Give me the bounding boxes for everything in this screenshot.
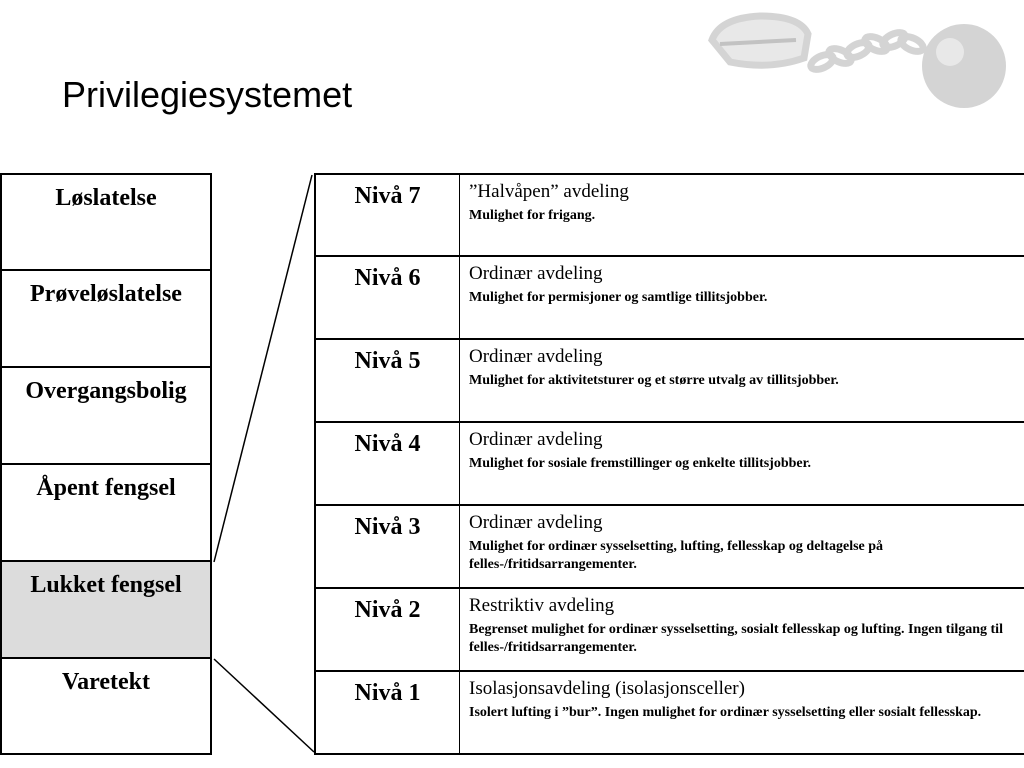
level-description: ”Halvåpen” avdeling Mulighet for frigang… <box>469 181 1018 225</box>
stage-cell: Løslatelse <box>0 173 212 270</box>
stage-label: Prøveløslatelse <box>30 281 182 307</box>
stage-cell: Varetekt <box>0 658 212 755</box>
stage-label: Overgangsbolig <box>25 378 187 404</box>
level-detail: Isolert lufting i ”bur”. Ingen mulighet … <box>469 705 982 720</box>
level-name: Nivå 4 <box>316 423 460 504</box>
level-detail: Mulighet for aktivitetsturer og et størr… <box>469 373 839 388</box>
level-row: Nivå 1 Isolasjonsavdeling (isolasjonscel… <box>314 671 1024 755</box>
level-heading: Isolasjonsavdeling (isolasjonsceller) <box>469 678 745 699</box>
level-name: Nivå 3 <box>316 506 460 587</box>
level-description: Ordinær avdeling Mulighet for permisjone… <box>469 263 1018 307</box>
stage-label: Åpent fengsel <box>36 475 176 501</box>
level-heading: Ordinær avdeling <box>469 346 603 367</box>
level-heading: ”Halvåpen” avdeling <box>469 181 629 202</box>
ball-and-chain-icon <box>708 12 1006 108</box>
level-table: Nivå 7 ”Halvåpen” avdeling Mulighet for … <box>314 173 1024 755</box>
stage-cell-highlighted: Lukket fengsel <box>0 561 212 658</box>
level-heading: Ordinær avdeling <box>469 429 603 450</box>
level-heading: Ordinær avdeling <box>469 263 603 284</box>
level-detail: Mulighet for ordinær sysselsetting, luft… <box>469 539 884 572</box>
level-row: Nivå 2 Restriktiv avdeling Begrenset mul… <box>314 588 1024 671</box>
level-row: Nivå 7 ”Halvåpen” avdeling Mulighet for … <box>314 173 1024 256</box>
level-description: Ordinær avdeling Mulighet for aktivitets… <box>469 346 1018 390</box>
level-detail: Mulighet for sosiale fremstillinger og e… <box>469 456 812 471</box>
level-name: Nivå 7 <box>316 175 460 255</box>
level-heading: Ordinær avdeling <box>469 512 603 533</box>
stage-label: Løslatelse <box>55 185 157 211</box>
level-row: Nivå 4 Ordinær avdeling Mulighet for sos… <box>314 422 1024 505</box>
level-description: Isolasjonsavdeling (isolasjonsceller) Is… <box>469 678 1018 722</box>
stage-cell: Åpent fengsel <box>0 464 212 561</box>
level-name: Nivå 1 <box>316 672 460 753</box>
connector-line-bottom <box>213 658 315 753</box>
stage-cell: Prøveløslatelse <box>0 270 212 367</box>
level-detail: Begrenset mulighet for ordinær sysselset… <box>469 622 1003 655</box>
level-row: Nivå 3 Ordinær avdeling Mulighet for ord… <box>314 505 1024 588</box>
connector-line-top <box>213 174 313 563</box>
level-description: Ordinær avdeling Mulighet for sosiale fr… <box>469 429 1018 473</box>
level-description: Restriktiv avdeling Begrenset mulighet f… <box>469 595 1018 657</box>
level-description: Ordinær avdeling Mulighet for ordinær sy… <box>469 512 1018 574</box>
level-name: Nivå 6 <box>316 257 460 338</box>
page-title: Privilegiesystemet <box>62 74 353 115</box>
level-name: Nivå 2 <box>316 589 460 670</box>
level-row: Nivå 5 Ordinær avdeling Mulighet for akt… <box>314 339 1024 422</box>
level-detail: Mulighet for permisjoner og samtlige til… <box>469 290 768 305</box>
stage-table: Løslatelse Prøveløslatelse Overgangsboli… <box>0 173 214 755</box>
level-detail: Mulighet for frigang. <box>469 208 596 223</box>
stage-label: Varetekt <box>62 669 150 695</box>
level-name: Nivå 5 <box>316 340 460 421</box>
level-heading: Restriktiv avdeling <box>469 595 615 616</box>
stage-cell: Overgangsbolig <box>0 367 212 464</box>
stage-label: Lukket fengsel <box>30 572 182 598</box>
level-row: Nivå 6 Ordinær avdeling Mulighet for per… <box>314 256 1024 339</box>
